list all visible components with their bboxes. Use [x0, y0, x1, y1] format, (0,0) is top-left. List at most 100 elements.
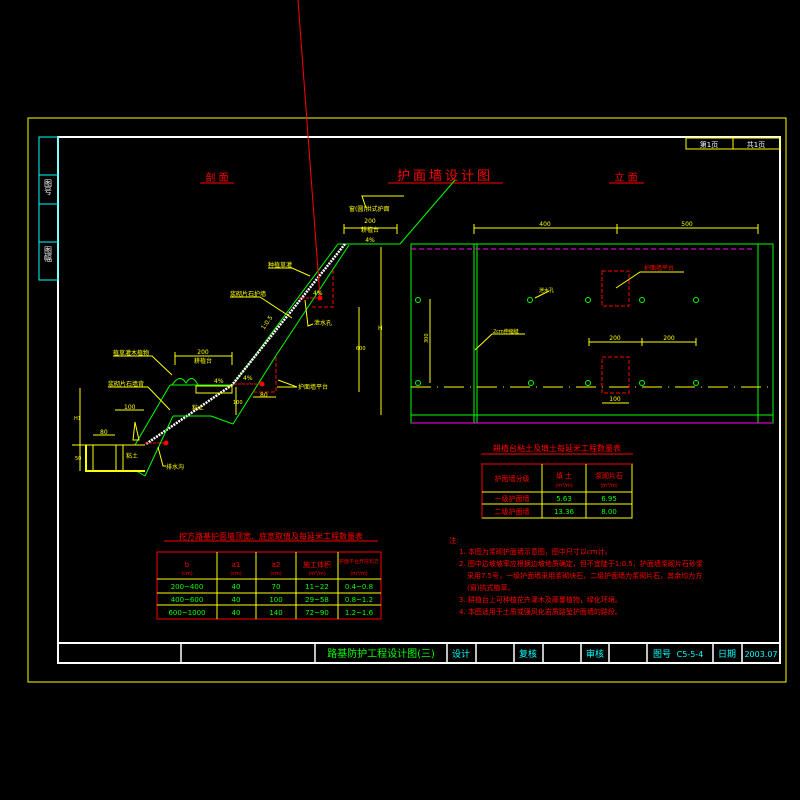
dim-h1: H1 — [74, 416, 81, 422]
ta-r0c1: 5.63 — [556, 495, 572, 503]
page-total: 共1页 — [747, 140, 765, 149]
ta-h1: 填 土 — [556, 471, 572, 480]
slope-4pct-a: 4% — [365, 237, 375, 244]
section-annotations: 窗(圆)拱式护面 200 耕植台 4% 种植草灌 浆砌片石护墙 泄水孔 1:0.… — [74, 205, 390, 471]
side-strip: 图号 图幅 — [38, 136, 59, 281]
tb-r1c2: 100 — [269, 596, 282, 604]
note-4: 4. 本图适用于土质或强风化岩质路堑护面墙的路段。 — [459, 607, 622, 616]
date-label: 日期 — [718, 649, 736, 660]
label-joint: 2cm伸缩缝 — [493, 328, 519, 335]
tb-h1: a1 — [232, 561, 241, 569]
note-2: 2. 图中边坡坡率应根据边坡地质确定，但不宜陡于1:0.5，护面墙浆砌片石砂浆 — [459, 559, 703, 568]
title-block: 路基防护工程设计图(三) 设计 复核 审核 图号 C5-5-4 日期 2003.… — [58, 642, 780, 663]
tb-u0: (cm) — [181, 571, 193, 577]
dim-100e: 100 — [609, 396, 621, 403]
drawing-no-label: 图号 — [653, 649, 671, 660]
table-b: 挖方路基护面墙顶宽、底宽取值及每延米工程数量表 b (cm) a1 (cm) a… — [156, 531, 382, 620]
drawing-no: C5-5-4 — [677, 650, 704, 659]
label-drain-hole: 泄水孔 — [314, 319, 332, 327]
slope-ratio: 1:0.5 — [260, 314, 275, 331]
label-bench: 耕植台 — [194, 357, 212, 365]
dim-bench: 200 — [197, 349, 209, 356]
review-label: 审核 — [586, 648, 604, 660]
label-platform-top: 耕植台 — [361, 226, 379, 234]
ta-r1c1: 13.36 — [554, 508, 575, 516]
label-hole: 泄水孔 — [539, 287, 554, 294]
dim-right: 500 — [681, 221, 693, 228]
tb-r0c4: 0.4~0.8 — [345, 583, 373, 591]
note-1: 1. 本图为浆砌护面墙示意图，图中尺寸以cm计。 — [459, 547, 612, 556]
dim-80: 80 — [260, 392, 268, 399]
tb-r0c1: 40 — [232, 583, 241, 591]
note-3: 3. 耕植台上可种植花卉灌木及藤蔓植物，绿化环境。 — [459, 595, 622, 604]
dim-50: 50 — [75, 456, 81, 462]
label-plant-cover: 种植草灌 — [268, 261, 292, 269]
tb-h0: b — [185, 561, 190, 569]
notes: 注: 1. 本图为浆砌护面墙示意图，图中尺寸以cm计。 2. 图中边坡坡率应根据… — [449, 536, 703, 616]
dim-100b: 100 — [233, 400, 243, 406]
ta-r1c2: 8.00 — [601, 508, 617, 516]
dim-platform-top: 200 — [364, 218, 376, 225]
tb-r2c1: 40 — [232, 609, 241, 617]
tb-r2c3: 72~90 — [305, 609, 329, 617]
tb-h3: 施工体积 — [303, 560, 331, 569]
side-label-1: 图号 — [44, 179, 53, 196]
tb-r0c2: 70 — [272, 583, 281, 591]
side-label-2: 图幅 — [44, 246, 53, 263]
elevation-drawing — [410, 224, 774, 424]
tb-r2c4: 1.2~1.6 — [345, 609, 374, 617]
label-platform-mid: 护面墙平台 — [298, 383, 328, 391]
tb-h2: a2 — [272, 561, 281, 569]
elevation-title: 立 面 — [614, 171, 637, 184]
label-platform: 护面墙平台 — [644, 264, 674, 272]
tb-h4: 护面平台开挖石方 — [339, 558, 379, 565]
note-2c: (窗)拱式植草。 — [467, 583, 514, 592]
section-title: 剖 面 — [205, 171, 228, 184]
notes-heading: 注: — [449, 536, 458, 545]
tb-u4: (m³/m) — [350, 571, 367, 577]
section-drawing — [72, 0, 456, 477]
design-label: 设计 — [452, 648, 470, 660]
tb-u1: (cm) — [230, 571, 242, 577]
label-top: 窗(圆)拱式护面 — [349, 205, 390, 213]
drawing-frame — [57, 136, 781, 664]
check-label: 复核 — [519, 648, 537, 660]
ta-r1c0: 二级护面墙 — [495, 507, 530, 516]
tb-u3: (m³/m) — [308, 571, 325, 577]
dim-h-elev: 300 — [424, 333, 430, 343]
tb-r1c3: 29~58 — [305, 596, 329, 604]
tb-r0c3: 11~22 — [305, 583, 329, 591]
dim-100: 100 — [124, 404, 136, 411]
ta-u1: (m³/m) — [555, 483, 572, 489]
tb-r2c2: 140 — [269, 609, 282, 617]
table-b-title: 挖方路基护面墙顶宽、底宽取值及每延米工程数量表 — [179, 531, 363, 541]
label-masonry: 浆砌片石护墙 — [230, 290, 266, 298]
outer-border — [27, 117, 787, 683]
dim-200a: 200 — [609, 335, 621, 342]
table-a-title: 耕植台粘土及填土每延米工程数量表 — [493, 443, 621, 453]
ta-h2: 浆砌片石 — [595, 471, 623, 480]
note-2b: 采用7.5号，一级护面墙采用浆砌块石，二级护面墙为浆砌片石，其余均为方 — [467, 571, 702, 580]
label-drain: 排水沟 — [166, 463, 184, 471]
dim-80b: 80 — [100, 429, 108, 436]
drawing-name: 路基防护工程设计图(三) — [327, 647, 435, 660]
dim-left: 400 — [539, 221, 551, 228]
dim-h2: 600 — [356, 346, 366, 352]
table-a: 耕植台粘土及填土每延米工程数量表 护面墙分级 填 土 (m³/m) 浆砌片石 (… — [481, 443, 633, 519]
tb-r1c0: 400~600 — [171, 596, 204, 604]
label-back-stone: 浆砌片石墙背 — [108, 380, 144, 388]
page-box: 第1页 共1页 — [685, 137, 781, 150]
label-clay: 粘土 — [192, 404, 204, 412]
main-title: 护面墙设计图 — [397, 169, 493, 184]
slope-4pct-b: 4% — [313, 290, 323, 297]
dim-200b: 200 — [663, 335, 675, 342]
ta-h0: 护面墙分级 — [495, 474, 530, 483]
slope-4pct-d: 4% — [243, 375, 253, 382]
dim-h: H — [378, 325, 383, 332]
tb-r1c1: 40 — [232, 596, 241, 604]
tb-r2c0: 600~1000 — [168, 609, 205, 617]
ta-r0c2: 6.95 — [601, 495, 617, 503]
elevation-annotations: 400 500 护面墙平台 泄水孔 2cm伸缩缝 200 200 100 300 — [424, 221, 693, 403]
tb-u2: (cm) — [270, 571, 282, 577]
